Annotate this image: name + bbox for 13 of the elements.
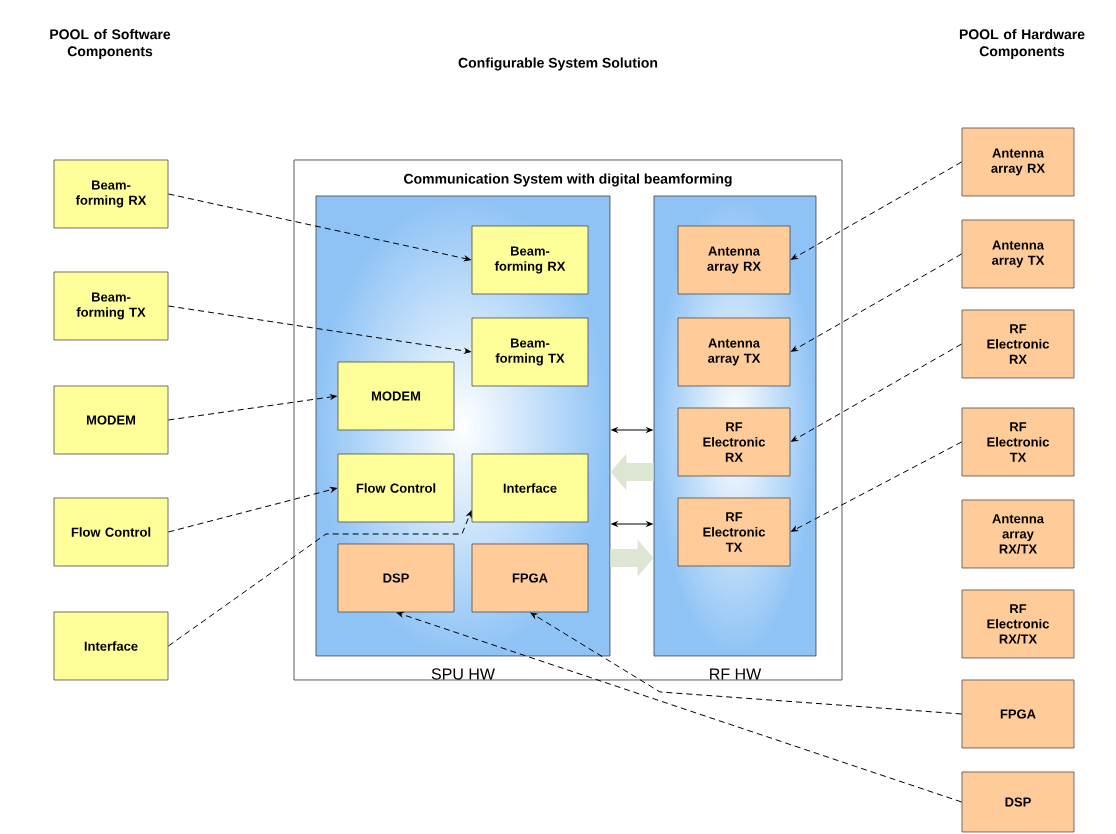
node-label: RF HW [710, 668, 762, 680]
arrow [167, 193, 471, 262]
arrow [396, 612, 963, 803]
arrow [791, 441, 963, 532]
arrow [167, 510, 472, 647]
arrow [167, 394, 337, 421]
arrow [167, 305, 471, 354]
arrow [530, 612, 963, 715]
arrow [791, 343, 963, 442]
arrow [791, 161, 963, 260]
node-label: SPU HW [431, 668, 495, 680]
arrow [167, 487, 337, 533]
arrow [791, 253, 963, 352]
